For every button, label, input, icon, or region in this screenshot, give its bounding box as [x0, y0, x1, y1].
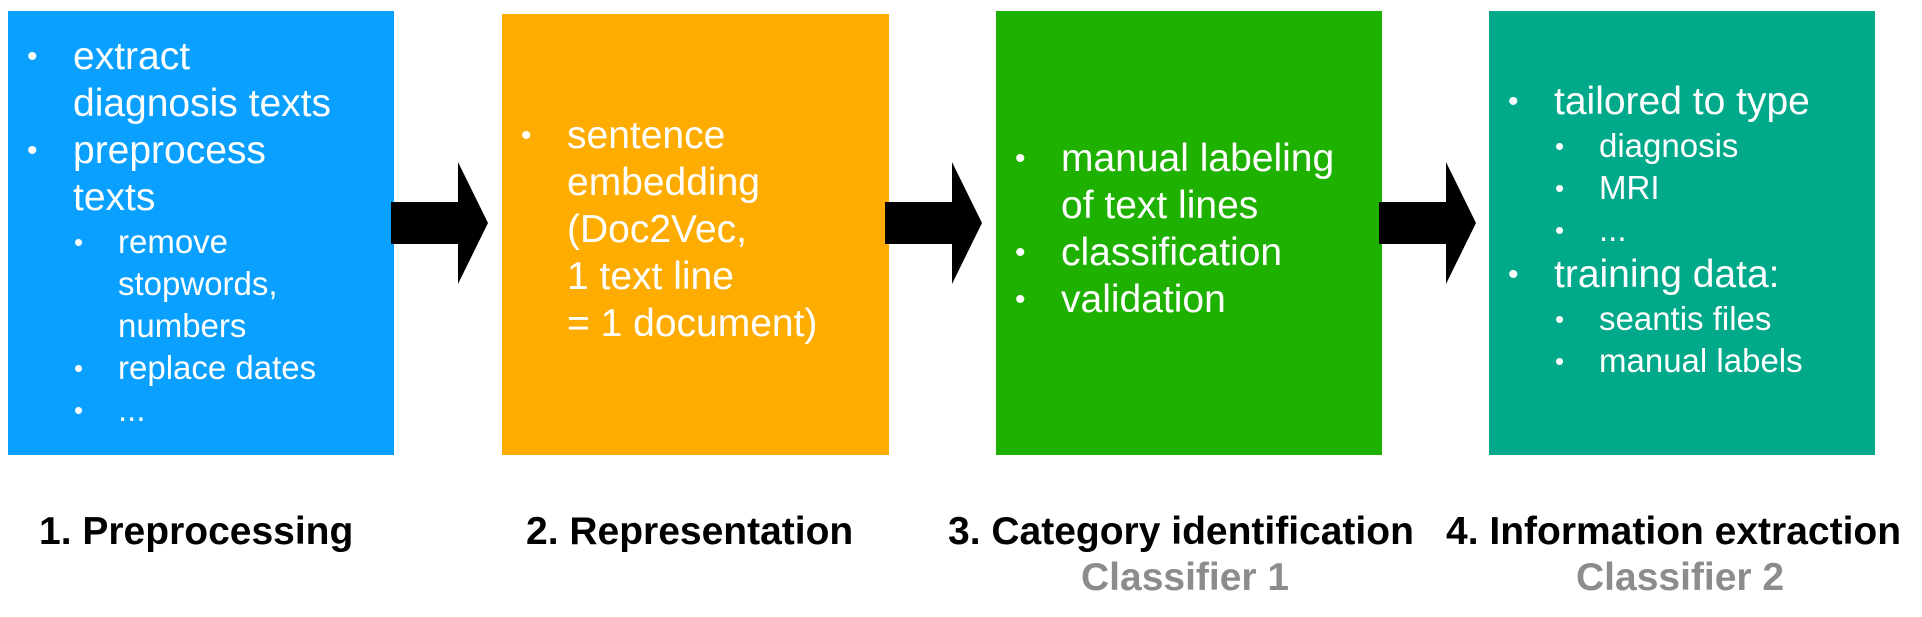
subbullet-manual-labels: manual labels: [1489, 340, 1875, 382]
bullet-classification: classification: [996, 229, 1382, 276]
bullet-text: classification: [1061, 231, 1283, 274]
category-identification-box: manual labeling of text lines classifica…: [996, 11, 1382, 455]
bullet-preprocess: preprocess texts: [8, 127, 394, 221]
right-arrow-icon: [885, 162, 982, 284]
subbullet-text: replace dates: [118, 349, 317, 386]
subbullet-diagnosis: diagnosis: [1489, 125, 1875, 167]
bullet-text: (Doc2Vec,: [567, 208, 747, 251]
step-label-preprocessing: 1. Preprocessing: [39, 510, 354, 553]
subbullet-mri: MRI: [1489, 167, 1875, 209]
subbullet-ellipsis: ...: [8, 389, 394, 431]
preprocessing-box: extract diagnosis texts preprocess texts…: [8, 11, 394, 455]
representation-bullet-list: sentence embedding (Doc2Vec, 1 text line…: [502, 112, 889, 347]
bullet-text: sentence: [567, 114, 726, 157]
bullet-text: texts: [73, 176, 156, 219]
bullet-text: preprocess: [73, 129, 266, 172]
bullet-tailored: tailored to type: [1489, 78, 1875, 125]
subbullet-text: ...: [1599, 211, 1627, 248]
bullet-sentence-embedding: sentence embedding (Doc2Vec, 1 text line…: [502, 112, 889, 347]
bullet-text: tailored to type: [1554, 80, 1810, 123]
bullet-text: = 1 document): [567, 302, 818, 345]
category-bullet-list: manual labeling of text lines classifica…: [996, 135, 1382, 323]
information-extraction-box: tailored to type diagnosis MRI ... train…: [1489, 11, 1875, 455]
subbullet-remove: remove stopwords, numbers: [8, 221, 394, 347]
subbullet-replace-dates: replace dates: [8, 347, 394, 389]
bullet-text: of text lines: [1061, 184, 1259, 227]
bullet-training-data: training data:: [1489, 251, 1875, 298]
right-arrow-icon: [1379, 162, 1476, 284]
classifier-2-label: Classifier 2: [1576, 556, 1785, 599]
bullet-validation: validation: [996, 276, 1382, 323]
bullet-extract: extract diagnosis texts: [8, 33, 394, 127]
classifier-1-label: Classifier 1: [1081, 556, 1290, 599]
subbullet-text: manual labels: [1599, 342, 1803, 379]
bullet-text: diagnosis texts: [73, 82, 331, 125]
subbullet-text: diagnosis: [1599, 127, 1739, 164]
step-label-representation: 2. Representation: [526, 510, 854, 553]
representation-box: sentence embedding (Doc2Vec, 1 text line…: [502, 14, 889, 455]
extraction-bullet-list: tailored to type diagnosis MRI ... train…: [1489, 78, 1875, 382]
bullet-text: embedding: [567, 161, 760, 204]
subbullet-text: ...: [118, 391, 146, 428]
bullet-text: manual labeling: [1061, 137, 1335, 180]
step-label-category-identification: 3. Category identification: [948, 510, 1414, 553]
subbullet-text: stopwords,: [118, 265, 278, 302]
bullet-text: validation: [1061, 278, 1226, 321]
bullet-text: extract: [73, 35, 191, 78]
bullet-text: training data:: [1554, 253, 1780, 296]
subbullet-text: numbers: [118, 307, 247, 344]
subbullet-text: remove: [118, 223, 229, 260]
preprocessing-bullet-list: extract diagnosis texts preprocess texts…: [8, 33, 394, 431]
bullet-manual-labeling: manual labeling of text lines: [996, 135, 1382, 229]
step-label-information-extraction: 4. Information extraction: [1446, 510, 1902, 553]
subbullet-seantis: seantis files: [1489, 298, 1875, 340]
right-arrow-icon: [391, 162, 488, 284]
subbullet-ellipsis: ...: [1489, 209, 1875, 251]
subbullet-text: MRI: [1599, 169, 1660, 206]
bullet-text: 1 text line: [567, 255, 734, 298]
subbullet-text: seantis files: [1599, 300, 1772, 337]
